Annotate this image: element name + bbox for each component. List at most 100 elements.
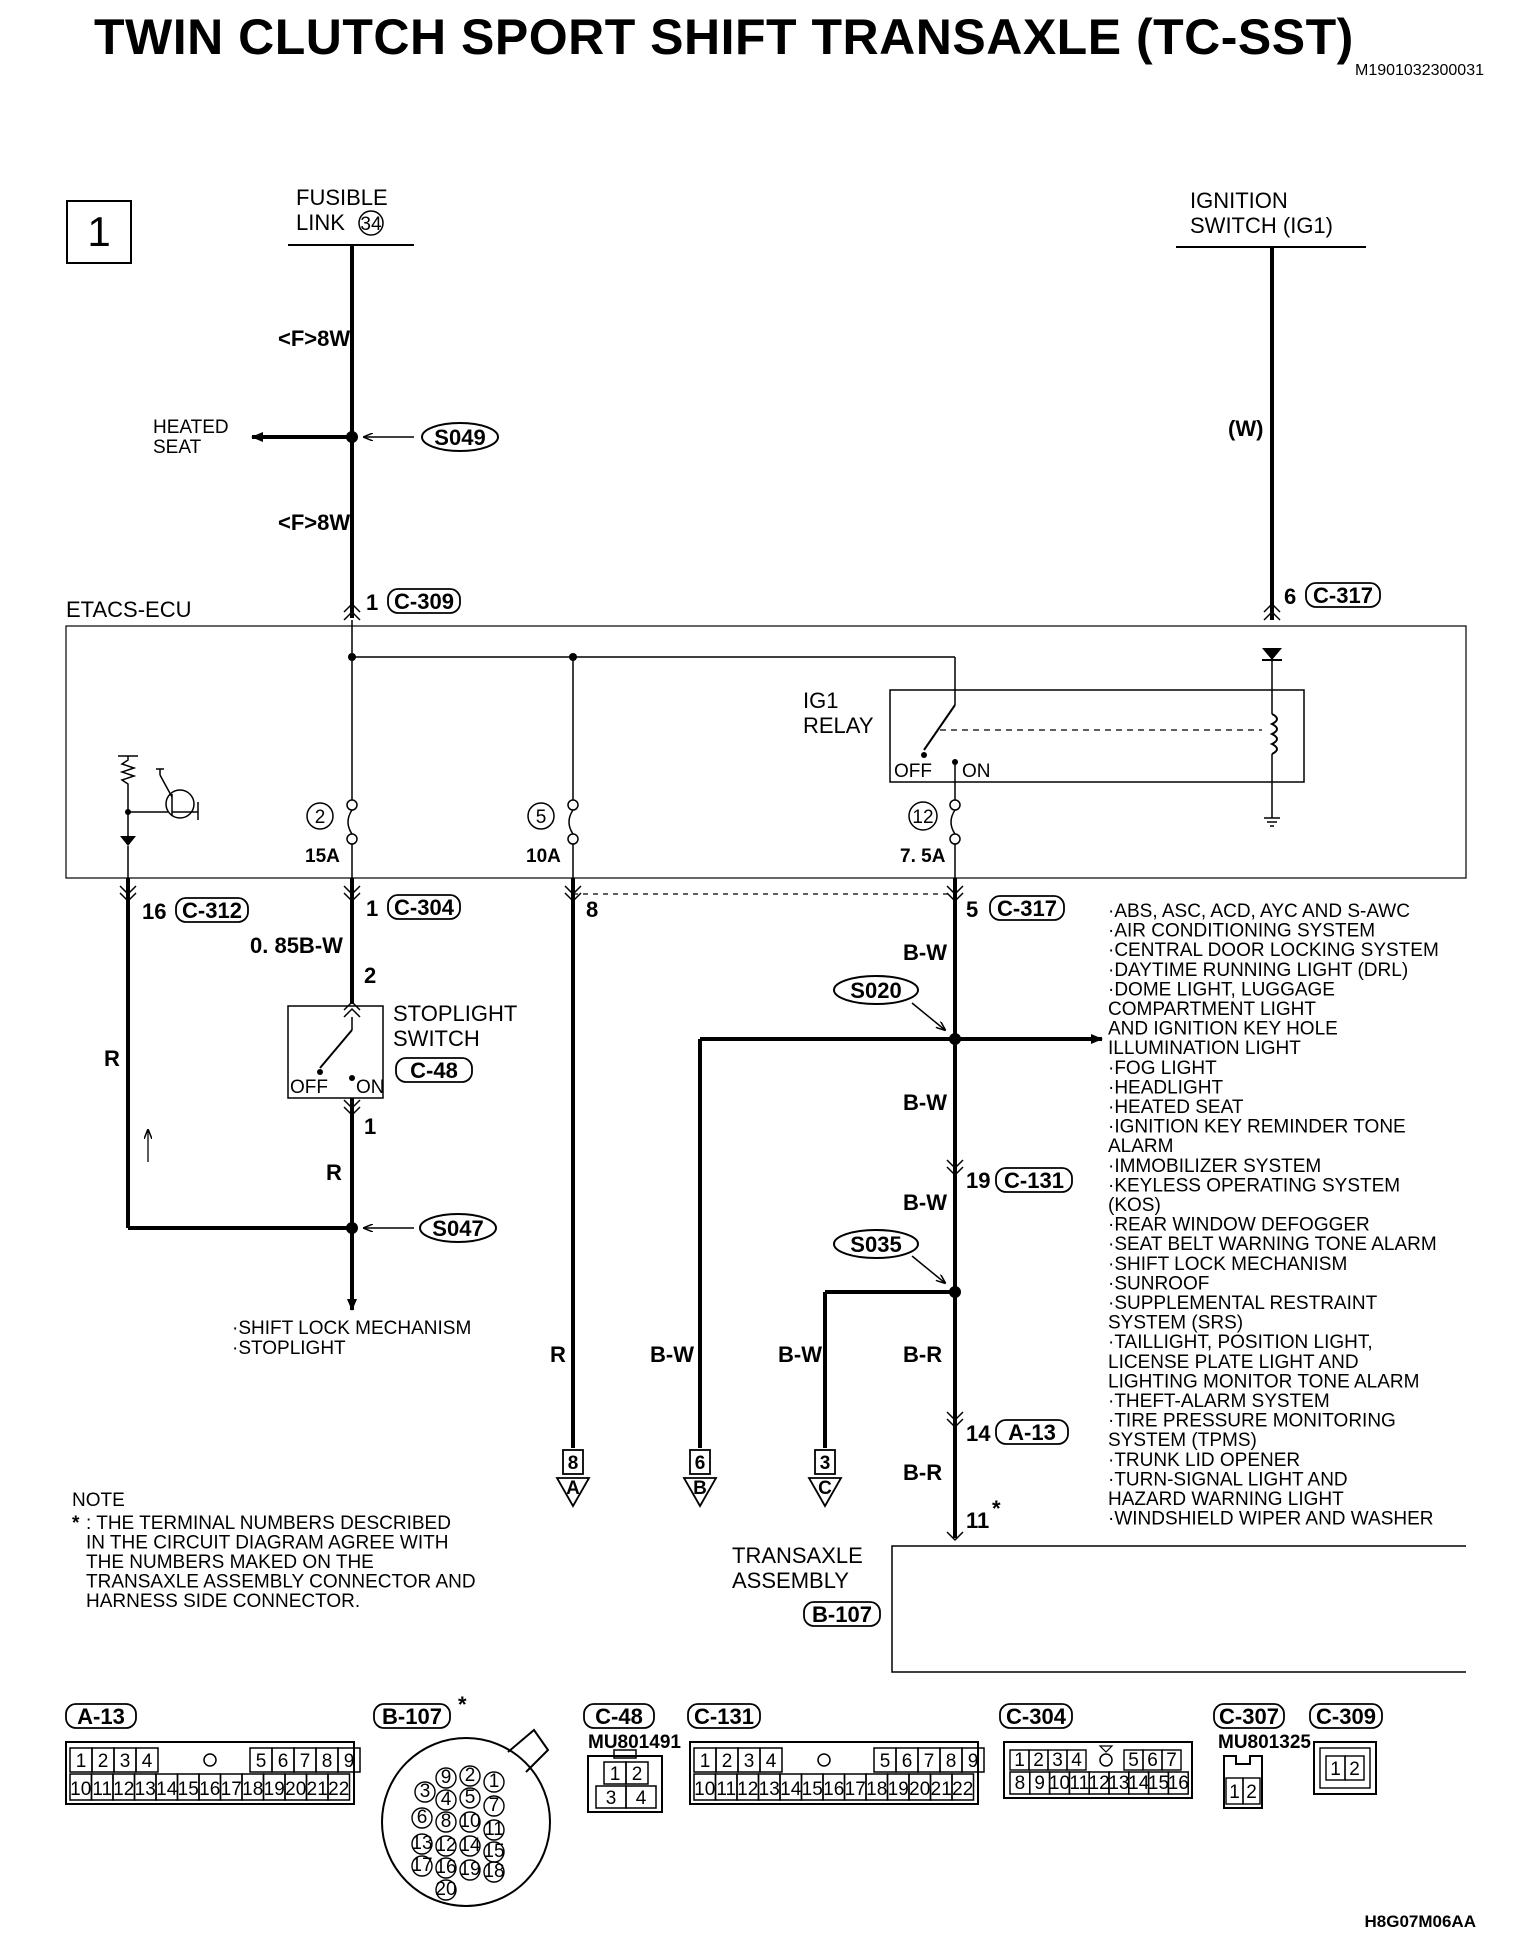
system-item: ·FOG LIGHT	[1108, 1058, 1217, 1079]
system-item: ·SEAT BELT WARNING TONE ALARM	[1108, 1234, 1437, 1255]
connector-c131-pin: 1	[700, 1751, 711, 1772]
stoplight-label-1: STOPLIGHT	[393, 1001, 517, 1026]
connector-b107-pin: 8	[441, 1811, 452, 1832]
connector-c304-pin-bottom: 12	[1089, 1773, 1110, 1794]
wire-085bw: 0. 85B-W	[250, 933, 343, 958]
ig1-relay-box	[889, 689, 1305, 783]
c309-pin: 1	[366, 590, 378, 615]
system-item: ·REAR WINDOW DEFOGGER	[1108, 1215, 1370, 1236]
connector-c131-pin: 8	[946, 1751, 957, 1772]
system-item: ·TAILLIGHT, POSITION LIGHT,	[1108, 1332, 1373, 1353]
wire-f8w-bottom: <F>8W	[278, 510, 350, 535]
connector-c304-pin-bottom: 13	[1108, 1773, 1129, 1794]
wire-bw-2: B-W	[903, 1090, 947, 1115]
b107-label: B-107	[812, 1602, 872, 1627]
connector-c307-pin: 2	[1246, 1782, 1257, 1803]
fuse-10a-number: 5	[536, 807, 547, 828]
stoplight-label-2: SWITCH	[393, 1026, 480, 1051]
connector-a13-pin: 8	[322, 1751, 333, 1772]
wire-bw-c: B-W	[778, 1342, 822, 1367]
heated-seat-label-1: HEATED	[153, 417, 229, 438]
system-item: LICENSE PLATE LIGHT AND	[1108, 1352, 1359, 1373]
fuse-15a-amp: 15A	[305, 846, 340, 867]
connector-a13-pin: 1	[76, 1751, 87, 1772]
wire-r-a: R	[550, 1342, 566, 1367]
connector-a13-pin-bottom: 22	[328, 1779, 349, 1800]
system-item: ILLUMINATION LIGHT	[1108, 1038, 1301, 1059]
connector-a13-pin: 2	[98, 1751, 109, 1772]
connector-a13-pin: 3	[120, 1751, 131, 1772]
system-item: ·SUPPLEMENTAL RESTRAINT	[1108, 1293, 1378, 1314]
connector-c131-pin-bottom: 14	[780, 1779, 802, 1800]
system-item: SYSTEM (SRS)	[1108, 1313, 1243, 1334]
connector-c304-pin-bottom: 9	[1034, 1773, 1045, 1794]
connector-b107-pin: 10	[459, 1811, 480, 1832]
system-item: ·CENTRAL DOOR LOCKING SYSTEM	[1108, 940, 1439, 961]
connector-c309-pin: 1	[1330, 1759, 1341, 1780]
system-item: ·DOME LIGHT, LUGGAGE	[1108, 979, 1335, 1000]
connector-c304-pin: 5	[1128, 1750, 1139, 1771]
connector-b107-pin: 15	[483, 1841, 504, 1862]
connector-c131-pin: 7	[924, 1751, 935, 1772]
fusible-number: 34	[360, 214, 382, 235]
connector-c304-pin: 3	[1052, 1750, 1063, 1771]
connector-c304-pin-bottom: 15	[1148, 1773, 1169, 1794]
connector-c131-pin-bottom: 19	[888, 1779, 909, 1800]
connector-c131-pin-bottom: 12	[737, 1779, 758, 1800]
connector-c304-pin: 4	[1071, 1750, 1082, 1771]
systems-list: ·ABS, ASC, ACD, AYC AND S-AWC·AIR CONDIT…	[1108, 901, 1439, 1530]
wire-bw-1: B-W	[903, 940, 947, 965]
c317-label: C-317	[997, 896, 1057, 921]
pin-8: 8	[586, 897, 598, 922]
note: NOTE * : THE TERMINAL NUMBERS DESCRIBED …	[72, 1490, 476, 1612]
connector-c307-label: C-307	[1219, 1704, 1279, 1729]
connector-a13-pin-bottom: 19	[264, 1779, 285, 1800]
connector-c304-pin-bottom: 16	[1168, 1773, 1189, 1794]
system-item: HAZARD WARNING LIGHT	[1108, 1489, 1344, 1510]
system-item: ·IMMOBILIZER SYSTEM	[1108, 1156, 1321, 1177]
connector-b107-pin: 2	[465, 1765, 476, 1786]
connector-b107-pin: 19	[459, 1859, 480, 1880]
system-item: ·DAYTIME RUNNING LIGHT (DRL)	[1108, 960, 1408, 981]
ignition-label-1: IGNITION	[1190, 188, 1288, 213]
relay-off: OFF	[894, 761, 932, 782]
connector-c131-pin-bottom: 21	[931, 1779, 952, 1800]
note-line: HARNESS SIDE CONNECTOR.	[86, 1591, 360, 1612]
wire-r-left: R	[104, 1046, 120, 1071]
c304-label: C-304	[394, 895, 455, 920]
stoplight-pin-2: 2	[364, 963, 376, 988]
connector-c131-pin: 4	[766, 1751, 777, 1772]
system-item: LIGHTING MONITOR TONE ALARM	[1108, 1371, 1419, 1392]
system-item: ·THEFT-ALARM SYSTEM	[1108, 1391, 1330, 1412]
connector-b107-pin: 20	[435, 1879, 456, 1900]
connector-b107-pin: 14	[459, 1835, 481, 1856]
ig1-relay-label-2: RELAY	[803, 713, 874, 738]
etacs-ecu-label: ETACS-ECU	[66, 597, 192, 622]
c312-pin: 16	[142, 899, 166, 924]
offpage-b-num: 6	[695, 1453, 706, 1474]
terminal-11-star: *	[992, 1496, 1001, 1521]
connector-c304-pin-bottom: 8	[1015, 1773, 1026, 1794]
connector-b107-pin: 17	[411, 1855, 432, 1876]
c309-label: C-309	[394, 589, 454, 614]
connector-c131-pin-bottom: 18	[866, 1779, 887, 1800]
transaxle-label-2: ASSEMBLY	[732, 1568, 849, 1593]
connector-c131-pin-bottom: 11	[716, 1779, 736, 1800]
connector-c304-label: C-304	[1006, 1704, 1067, 1729]
connector-a13-pin: 7	[300, 1751, 311, 1772]
fuse-15a-number: 2	[315, 807, 326, 828]
c317-pin: 5	[966, 897, 978, 922]
connector-c131-pin-bottom: 10	[694, 1779, 715, 1800]
connector-c304-pin: 7	[1166, 1750, 1177, 1771]
connector-b107-pin: 13	[411, 1833, 432, 1854]
page-title: TWIN CLUTCH SPORT SHIFT TRANSAXLE (TC-SS…	[94, 9, 1354, 65]
etacs-ecu-box	[65, 625, 1467, 879]
connector-c48-part: MU801491	[588, 1732, 681, 1753]
system-item: ·KEYLESS OPERATING SYSTEM	[1108, 1175, 1400, 1196]
ignition-label-2: SWITCH (IG1)	[1190, 213, 1333, 238]
ignition-switch-source: IGNITION SWITCH (IG1)	[1176, 188, 1366, 248]
system-item: ·SUNROOF	[1108, 1273, 1209, 1294]
offpage-c-num: 3	[820, 1453, 831, 1474]
connector-a13-pin: 5	[256, 1751, 267, 1772]
